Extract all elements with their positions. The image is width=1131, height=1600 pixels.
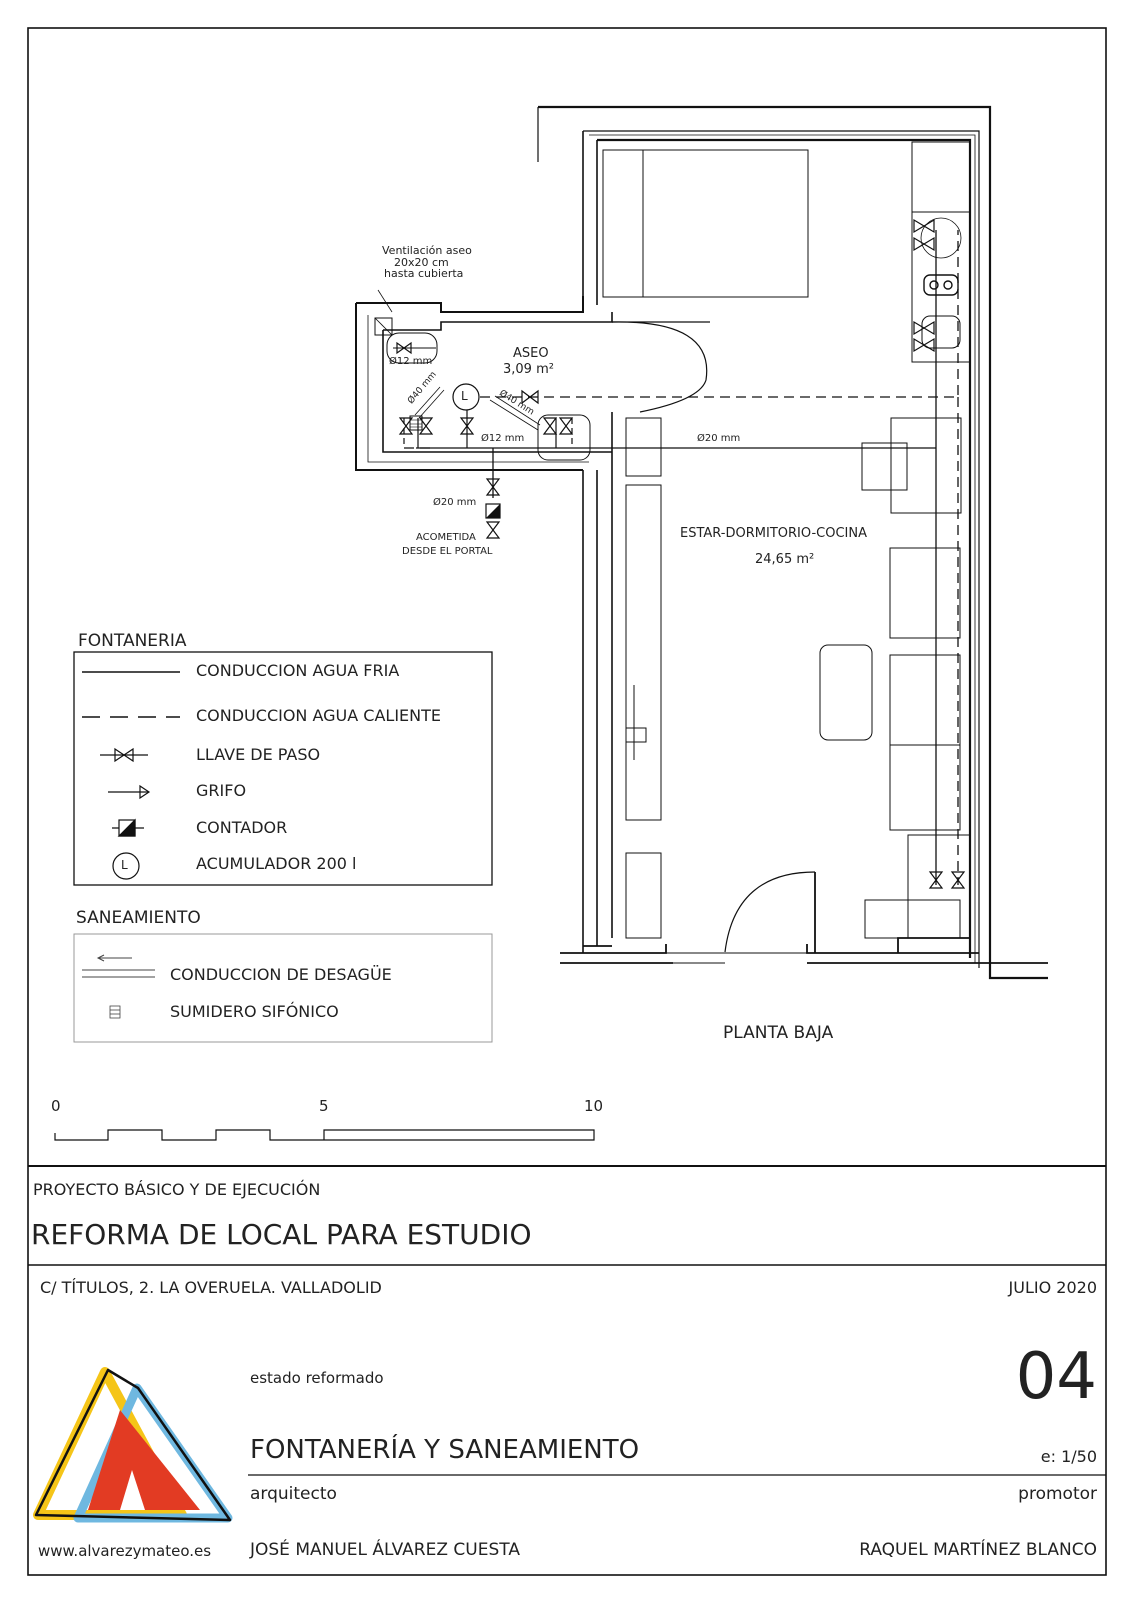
acometida-label-1: ACOMETIDA — [416, 532, 476, 543]
legend-valve-symbol — [100, 747, 148, 763]
armchair — [890, 417, 962, 514]
kitchen-sink — [921, 315, 961, 349]
legend-item-cold-water: CONDUCCION AGUA FRIA — [196, 661, 400, 680]
drain-pipe-2 — [489, 399, 539, 431]
legend-item-meter: CONTADOR — [196, 818, 288, 837]
aseo-wall-inner — [383, 312, 613, 331]
shower-drain — [409, 415, 423, 431]
upper-left-wall-2 — [582, 131, 598, 312]
aseo-wall-outer-2 — [355, 303, 583, 471]
scale-text: e: 1/50 — [1040, 1447, 1097, 1466]
legend-drain-symbol — [82, 954, 155, 978]
main-room-wall-inner-2 — [589, 134, 976, 963]
scale-bar — [54, 1129, 595, 1141]
legend-meter-symbol — [112, 818, 144, 837]
aseo-wall-mid — [367, 315, 589, 463]
legend-item-tap: GRIFO — [196, 781, 247, 800]
hob — [923, 274, 959, 296]
wardrobe — [625, 484, 662, 821]
legend-saneamiento-title: SANEAMIENTO — [76, 908, 201, 928]
project-title: REFORMA DE LOCAL PARA ESTUDIO — [31, 1218, 532, 1251]
drain-pipe-1 — [414, 386, 441, 416]
sofa-2 — [889, 654, 961, 746]
architect-label: arquitecto — [250, 1484, 337, 1504]
vent-shaft — [374, 317, 393, 336]
address: C/ TÍTULOS, 2. LA OVERUELA. VALLADOLID — [40, 1278, 382, 1297]
aseo-door-swing — [611, 321, 708, 413]
accumulator — [452, 383, 480, 411]
vent-note-1: Ventilación aseo — [382, 244, 472, 257]
entrance-door-swing — [724, 871, 816, 953]
website[interactable]: www.alvarezymateo.es — [38, 1542, 212, 1560]
fridge — [911, 141, 971, 213]
sofa-3 — [889, 744, 961, 831]
sheet-border — [27, 27, 1107, 1576]
pipe-label-20-main: Ø20 mm — [697, 433, 741, 444]
legend-fontaneria-title: FONTANERIA — [78, 631, 187, 651]
legend-fontaneria-box — [73, 651, 493, 886]
legend-tap-symbol — [108, 784, 151, 800]
architect-name: JOSÉ MANUEL ÁLVAREZ CUESTA — [250, 1540, 520, 1560]
vent-note-3: hasta cubierta — [384, 267, 464, 280]
aseo-wall-outer — [356, 296, 584, 313]
estar-area: 24,65 m² — [755, 552, 815, 567]
state-label: estado reformado — [250, 1369, 384, 1387]
legend-item-accumulator: ACUMULADOR 200 l — [196, 854, 357, 873]
acometida-label-2: DESDE EL PORTAL — [402, 546, 493, 557]
legend-item-valve: LLAVE DE PASO — [196, 745, 321, 764]
wall-unit — [625, 417, 662, 477]
vent-note-2: 20x20 cm — [394, 256, 449, 269]
kitchen-counter — [911, 211, 971, 363]
coffee-table — [861, 442, 908, 491]
washer — [864, 899, 961, 939]
aseo-wall-inner-2 — [382, 330, 612, 453]
promoter-label: promotor — [1018, 1484, 1097, 1504]
sheet-number: 04 — [1015, 1340, 1097, 1414]
estar-label: ESTAR-DORMITORIO-COCINA — [680, 526, 867, 541]
shelf — [625, 852, 662, 939]
promoter-name: RAQUEL MARTÍNEZ BLANCO — [859, 1540, 1097, 1560]
main-left-wall — [582, 452, 613, 953]
aseo-washbasin — [537, 414, 591, 461]
pipe-label-20-acometida: Ø20 mm — [433, 497, 477, 508]
bottom-wall-left — [560, 944, 673, 964]
main-room-wall-outer — [538, 105, 1048, 980]
pipe-label-12-a: Ø12 mm — [389, 356, 433, 367]
main-room-wall-mid — [583, 130, 980, 968]
sofa-1 — [889, 547, 961, 639]
scale-label-5: 5 — [319, 1097, 329, 1115]
hot-water-pipe — [404, 230, 959, 885]
legend-sump-symbol — [109, 1005, 121, 1019]
bed — [602, 149, 809, 298]
legend-item-drain: CONDUCCION DE DESAGÜE — [170, 965, 392, 984]
pipe-label-12-b: Ø12 mm — [481, 433, 525, 444]
logo — [33, 1367, 233, 1523]
aseo-label: ASEO — [513, 346, 549, 361]
legend-saneamiento-box — [73, 933, 493, 1043]
plan-title: PLANTA BAJA — [723, 1023, 834, 1043]
cold-water-pipe — [416, 230, 937, 885]
entrance-gap — [666, 952, 807, 964]
legend-item-hot-water: CONDUCCION AGUA CALIENTE — [196, 706, 441, 725]
legend-item-sump: SUMIDERO SIFÓNICO — [170, 1002, 339, 1021]
accumulator-letter: L — [461, 389, 468, 403]
scale-label-0: 0 — [51, 1097, 61, 1115]
legend-accumulator-letter: L — [121, 858, 128, 872]
valves — [396, 218, 966, 889]
scale-label-10: 10 — [584, 1097, 604, 1115]
project-type: PROYECTO BÁSICO Y DE EJECUCIÓN — [33, 1180, 321, 1199]
toilet — [386, 332, 438, 364]
ottoman — [819, 644, 873, 741]
date: JULIO 2020 — [1008, 1278, 1097, 1297]
legend-accumulator-symbol — [112, 852, 140, 880]
main-room-wall-inner — [597, 138, 972, 958]
bottom-wall-right — [806, 937, 1048, 964]
sheet-title: FONTANERÍA Y SANEAMIENTO — [250, 1435, 640, 1465]
aseo-area: 3,09 m² — [503, 362, 554, 377]
washer-counter — [907, 834, 971, 939]
